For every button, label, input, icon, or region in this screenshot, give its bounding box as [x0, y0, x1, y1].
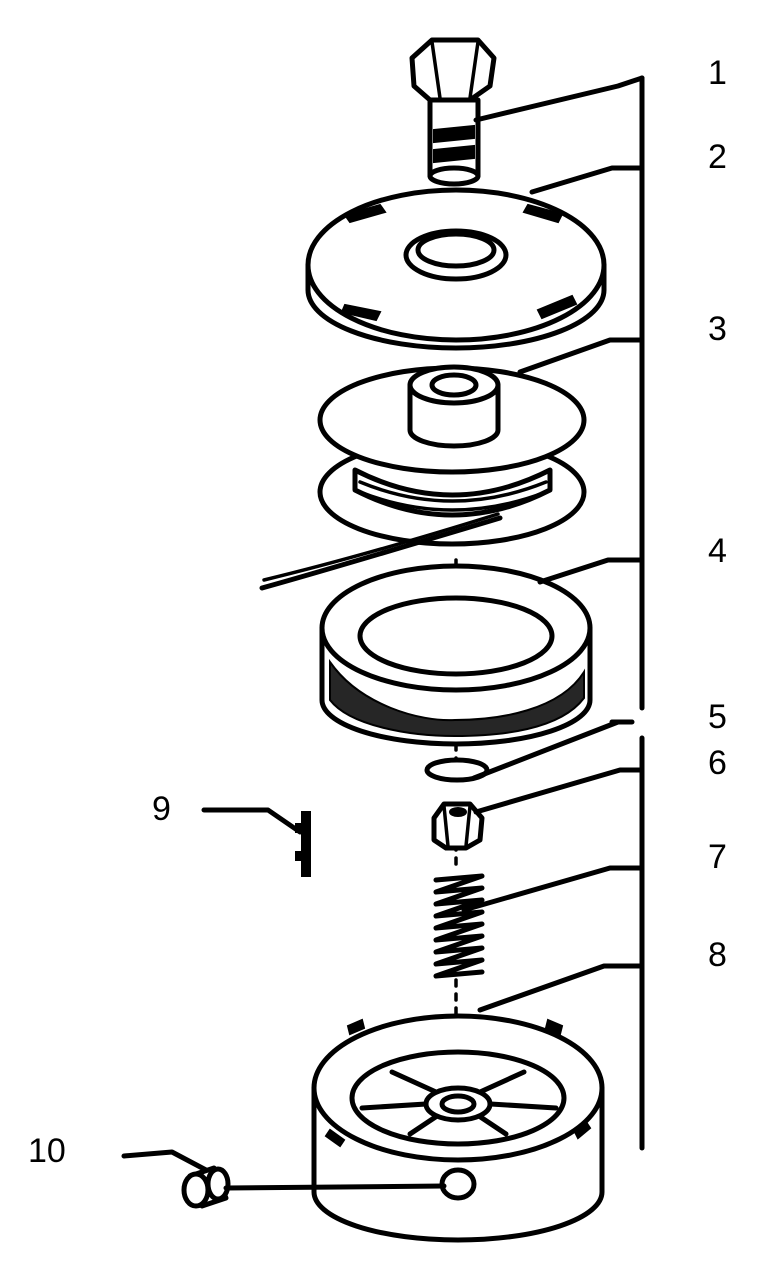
part-number-7: 7: [708, 838, 727, 876]
part-number-9: 9: [152, 790, 171, 828]
part-number-labels: 1 2 3 4 5 6 7 8 9 10: [28, 54, 727, 1170]
part-number-1: 1: [708, 54, 727, 92]
part-number-2: 2: [708, 138, 727, 176]
part-number-6: 6: [708, 744, 727, 782]
outer-ring-part: [319, 563, 593, 747]
leader-lines: [121, 75, 645, 1191]
nut-part: [431, 801, 485, 851]
top-cover-part: [305, 187, 607, 351]
spring-part: [433, 873, 485, 979]
clip-part: [295, 811, 311, 877]
part-number-10: 10: [28, 1132, 66, 1170]
line-spool-part: [259, 364, 587, 591]
base-housing-part: [311, 1013, 605, 1243]
assembly-bracket-lines: [609, 75, 645, 1151]
part-number-4: 4: [708, 532, 727, 570]
part-number-3: 3: [708, 310, 727, 348]
part-number-5: 5: [708, 698, 727, 736]
part-number-8: 8: [708, 936, 727, 974]
set-screw-part: [181, 1165, 231, 1209]
washer-part: [424, 757, 490, 783]
bolt-part: [409, 37, 497, 187]
